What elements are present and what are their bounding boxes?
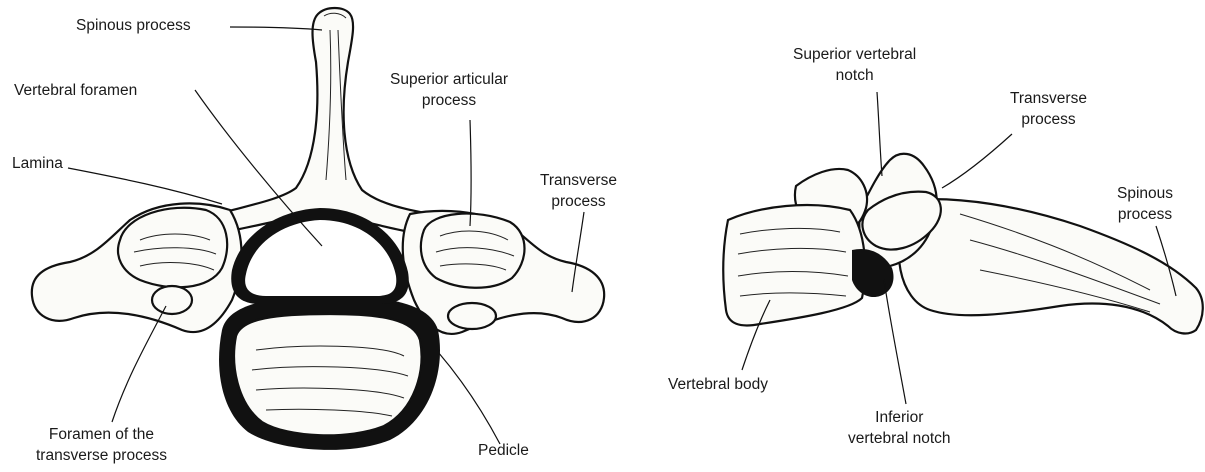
label-transverse-right-line2: process (1010, 109, 1087, 130)
label-pedicle: Pedicle (478, 440, 529, 461)
leader-foramen-transverse (112, 306, 166, 422)
leader-transverse-process-right (942, 134, 1012, 188)
label-vertebral-foramen: Vertebral foramen (14, 80, 137, 101)
label-inferior-vertebral-notch: Inferior vertebral notch (848, 407, 951, 449)
label-transverse-process-left: Transverse process (540, 170, 617, 212)
label-superior-notch-line2: notch (793, 65, 916, 86)
label-transverse-right-line1: Transverse (1010, 88, 1087, 109)
label-spinous-right-line1: Spinous (1117, 183, 1173, 204)
leader-superior-notch (877, 92, 882, 176)
label-vertebral-body: Vertebral body (668, 374, 768, 395)
leader-superior-articular (470, 120, 471, 226)
leader-lamina (68, 168, 222, 204)
lateral-vertebral-body-shape (723, 205, 865, 325)
label-inferior-notch-line2: vertebral notch (848, 428, 951, 449)
label-superior-articular-line2: process (390, 90, 508, 111)
label-transverse-process-right: Transverse process (1010, 88, 1087, 130)
label-foramen-transverse-process: Foramen of the transverse process (36, 424, 167, 466)
label-foramen-line1: Foramen of the (36, 424, 167, 445)
label-superior-vertebral-notch: Superior vertebral notch (793, 44, 916, 86)
label-spinous-process: Spinous process (76, 15, 191, 36)
right-transverse-foramen-shape (448, 303, 496, 329)
label-foramen-line2: transverse process (36, 445, 167, 466)
left-transverse-foramen-shape (152, 286, 192, 314)
label-lamina: Lamina (12, 153, 63, 174)
label-spinous-process-right: Spinous process (1117, 183, 1173, 225)
leader-inferior-notch (884, 280, 906, 404)
label-transverse-left-line2: process (540, 191, 617, 212)
lateral-view-drawing (723, 154, 1203, 334)
label-superior-notch-line1: Superior vertebral (793, 44, 916, 65)
superior-view-drawing (32, 8, 604, 450)
spinous-process-shape (218, 8, 430, 232)
leader-pedicle (438, 352, 500, 444)
right-articular-facet-shape (421, 214, 525, 288)
vertebral-body-shape (234, 314, 421, 435)
label-inferior-notch-line1: Inferior (848, 407, 951, 428)
label-superior-articular-line1: Superior articular (390, 69, 508, 90)
label-transverse-left-line1: Transverse (540, 170, 617, 191)
leader-spinous-process (230, 27, 322, 30)
label-superior-articular-process: Superior articular process (390, 69, 508, 111)
label-spinous-right-line2: process (1117, 204, 1173, 225)
